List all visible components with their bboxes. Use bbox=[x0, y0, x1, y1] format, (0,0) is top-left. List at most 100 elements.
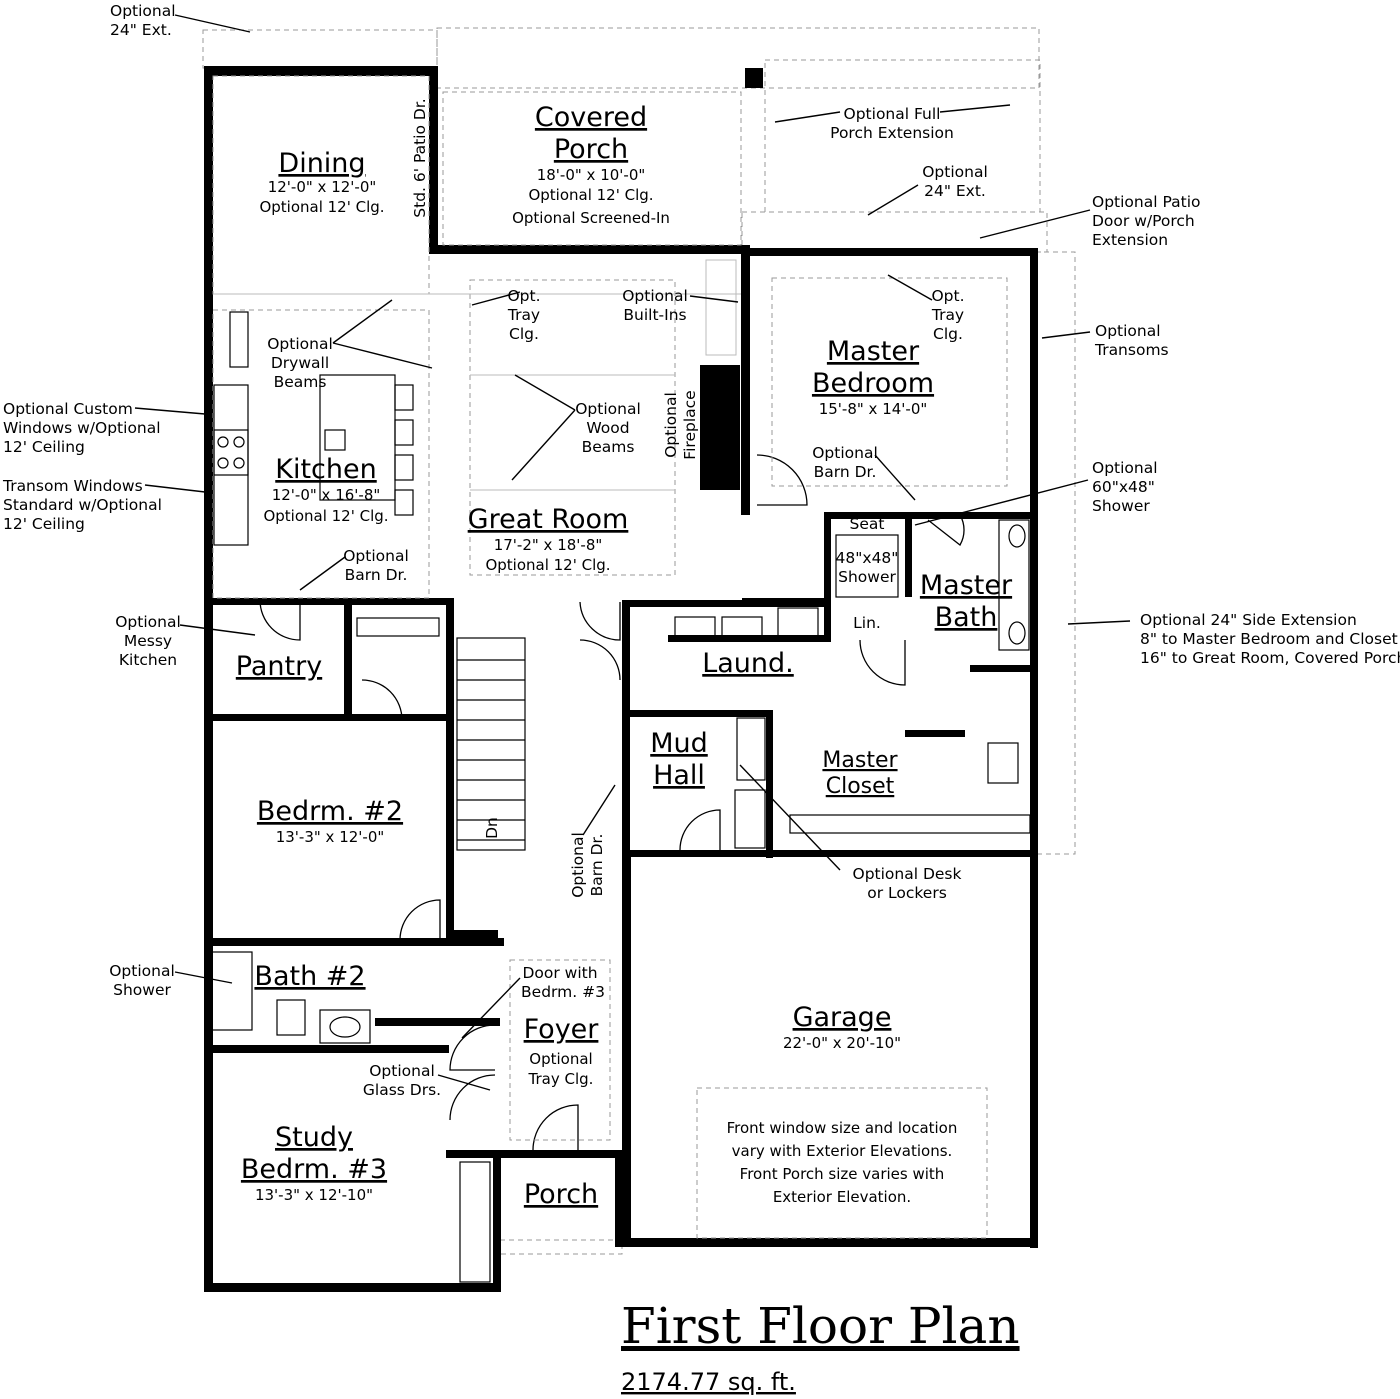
room-note-covered-porch-2: Optional Screened-In bbox=[512, 209, 670, 227]
note-fireplace-1: Optional bbox=[662, 392, 680, 458]
label-seat: Seat bbox=[850, 515, 885, 533]
note-built-ins-1: Optional bbox=[622, 287, 688, 305]
note-mud-barn-2: Barn Dr. bbox=[588, 834, 606, 897]
note-side-ext-3: 16" to Great Room, Covered Porch bbox=[1140, 649, 1400, 667]
room-name-bath-2: Bath #2 bbox=[254, 961, 365, 992]
note-porch-ext-2: Porch Extension bbox=[830, 124, 954, 142]
note-wood-beams-2: Wood bbox=[586, 419, 629, 437]
room-name-study-1: Study bbox=[275, 1122, 353, 1153]
note-side-ext-2: 8" to Master Bedroom and Closet bbox=[1140, 630, 1398, 648]
note-bed-ext-2: 24" Ext. bbox=[924, 182, 986, 200]
note-custom-windows-2: Windows w/Optional bbox=[3, 419, 161, 437]
room-dims-kitchen: 12'-0" x 16'-8" bbox=[272, 486, 381, 504]
room-note-kitchen: Optional 12' Clg. bbox=[263, 507, 388, 525]
room-name-mud-hall-2: Hall bbox=[653, 760, 705, 791]
note-porch-ext-1: Optional Full bbox=[844, 105, 941, 123]
note-bed-ext-1: Optional bbox=[922, 163, 988, 181]
note-master-tray-3: Clg. bbox=[933, 325, 963, 343]
room-dims-dining: 12'-0" x 12'-0" bbox=[268, 178, 377, 196]
note-great-tray-3: Clg. bbox=[509, 325, 539, 343]
label-shower: Shower bbox=[838, 568, 896, 586]
plan-title: First Floor Plan bbox=[621, 1297, 1020, 1355]
room-name-covered-porch-1: Covered bbox=[535, 102, 647, 133]
note-shower-60-1: Optional bbox=[1092, 459, 1158, 477]
annotation-arrows bbox=[134, 14, 1131, 1091]
note-wood-beams-1: Optional bbox=[575, 400, 641, 418]
note-custom-windows-1: Optional Custom bbox=[3, 400, 133, 418]
note-glass-drs-2: Glass Drs. bbox=[363, 1081, 441, 1099]
room-name-mud-hall-1: Mud bbox=[650, 728, 708, 759]
room-name-study-2: Bedrm. #3 bbox=[241, 1154, 387, 1185]
note-door-bedrm3-2: Bedrm. #3 bbox=[521, 983, 605, 1001]
room-name-master-bedroom-1: Master bbox=[827, 336, 920, 367]
garage-note-1: Front window size and location bbox=[727, 1119, 958, 1137]
label-shower-size: 48"x48" bbox=[836, 549, 899, 567]
note-desk-2: or Lockers bbox=[867, 884, 947, 902]
note-mud-barn-1: Optional bbox=[569, 832, 587, 898]
note-messy-kitchen-1: Optional bbox=[115, 613, 181, 631]
room-name-pantry: Pantry bbox=[236, 651, 322, 682]
room-note-foyer-1: Optional bbox=[529, 1050, 592, 1068]
note-shower-60-3: Shower bbox=[1092, 497, 1150, 515]
note-transom-std-2: Standard w/Optional bbox=[3, 496, 162, 514]
room-name-master-bedroom-2: Bedroom bbox=[812, 368, 934, 399]
room-name-garage: Garage bbox=[793, 1002, 892, 1033]
note-patio-door: Std. 6' Patio Dr. bbox=[411, 98, 429, 217]
room-name-great-room: Great Room bbox=[468, 504, 629, 535]
vertical-notes: Std. 6' Patio Dr. Optional Fireplace Opt… bbox=[411, 98, 699, 897]
room-dims-bedroom-2: 13'-3" x 12'-0" bbox=[276, 828, 385, 846]
note-kitchen-barn-1: Optional bbox=[343, 547, 409, 565]
plan-area: 2174.77 sq. ft. bbox=[621, 1368, 796, 1396]
note-built-ins-2: Built-Ins bbox=[623, 306, 686, 324]
garage-note-4: Exterior Elevation. bbox=[773, 1188, 911, 1206]
room-name-porch: Porch bbox=[524, 1179, 598, 1210]
label-linen: Lin. bbox=[853, 614, 881, 632]
note-bath-shower-2: Shower bbox=[113, 981, 171, 999]
room-name-covered-porch-2: Porch bbox=[554, 134, 628, 165]
optional-feature-outlines bbox=[212, 75, 1008, 1239]
room-name-laundry: Laund. bbox=[702, 648, 794, 679]
note-master-tray-2: Tray bbox=[931, 306, 964, 324]
note-door-bedrm3-1: Door with bbox=[522, 964, 597, 982]
room-name-master-bath-1: Master bbox=[920, 570, 1013, 601]
exterior-walls bbox=[204, 66, 1038, 1292]
note-great-tray-2: Tray bbox=[507, 306, 540, 324]
room-dims-covered-porch: 18'-0" x 10'-0" bbox=[537, 166, 646, 184]
stair-down-label: Dn bbox=[483, 817, 501, 839]
fixtures bbox=[211, 311, 1031, 1283]
room-name-master-closet-2: Closet bbox=[826, 774, 895, 799]
note-transoms-2: Transoms bbox=[1094, 341, 1169, 359]
room-name-master-bath-2: Bath bbox=[935, 602, 998, 633]
room-name-bedroom-2: Bedrm. #2 bbox=[257, 796, 403, 827]
interior-walls bbox=[204, 365, 1038, 1158]
title-block: First Floor Plan 2174.77 sq. ft. bbox=[621, 1297, 1020, 1396]
room-name-kitchen: Kitchen bbox=[275, 454, 376, 485]
note-desk-1: Optional Desk bbox=[853, 865, 962, 883]
note-messy-kitchen-2: Messy bbox=[124, 632, 172, 650]
note-kitchen-barn-2: Barn Dr. bbox=[345, 566, 408, 584]
note-transoms-1: Optional bbox=[1095, 322, 1161, 340]
room-name-dining: Dining bbox=[278, 148, 365, 179]
note-shower-60-2: 60"x48" bbox=[1092, 478, 1155, 496]
room-note-dining: Optional 12' Clg. bbox=[259, 198, 384, 216]
room-note-foyer-2: Tray Clg. bbox=[528, 1070, 594, 1088]
room-note-covered-porch-1: Optional 12' Clg. bbox=[528, 186, 653, 204]
room-dims-great-room: 17'-2" x 18'-8" bbox=[494, 536, 603, 554]
room-note-great-room: Optional 12' Clg. bbox=[485, 556, 610, 574]
note-transom-std-1: Transom Windows bbox=[2, 477, 143, 495]
note-dining-ext-2: 24" Ext. bbox=[110, 21, 172, 39]
room-name-master-closet-1: Master bbox=[822, 748, 898, 773]
note-master-tray-1: Opt. bbox=[931, 287, 964, 305]
note-master-barn-2: Barn Dr. bbox=[814, 463, 877, 481]
doors bbox=[259, 454, 965, 1151]
note-side-ext-1: Optional 24" Side Extension bbox=[1140, 611, 1357, 629]
note-messy-kitchen-3: Kitchen bbox=[119, 651, 177, 669]
note-patio-porch-1: Optional Patio bbox=[1092, 193, 1200, 211]
note-custom-windows-3: 12' Ceiling bbox=[3, 438, 85, 456]
note-glass-drs-1: Optional bbox=[369, 1062, 435, 1080]
note-drywall-1: Optional bbox=[267, 335, 333, 353]
note-drywall-2: Drywall bbox=[271, 354, 329, 372]
note-master-barn-1: Optional bbox=[812, 444, 878, 462]
